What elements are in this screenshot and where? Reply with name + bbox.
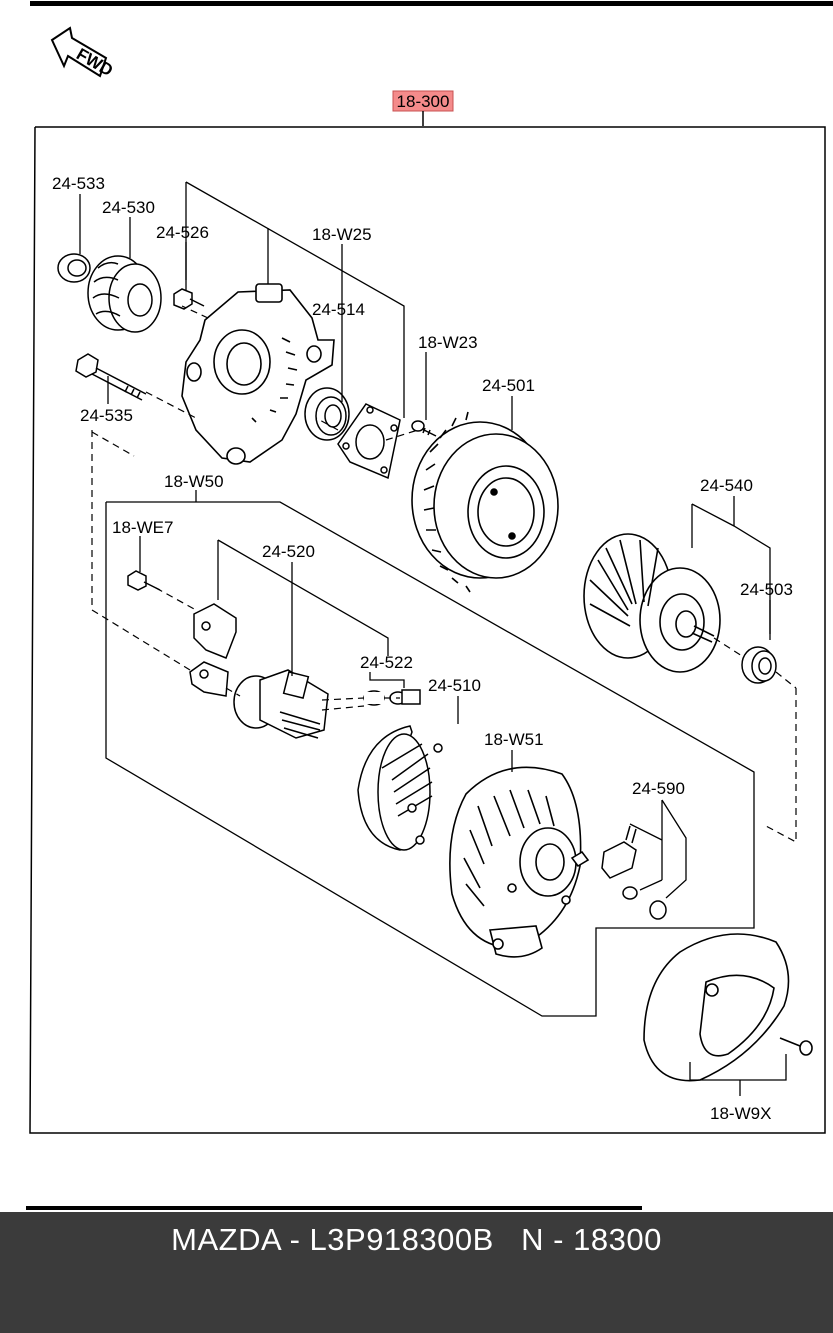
screw-18-we7: [127, 570, 161, 591]
footer-separator-2: -: [553, 1222, 564, 1257]
footer-part-number: L3P918300B: [309, 1222, 494, 1257]
label-24-501: 24-501: [482, 376, 535, 395]
rectifier: [357, 725, 443, 851]
bearing-retainer-plate: [337, 403, 401, 480]
footer-prefix: N: [521, 1222, 545, 1257]
footer-bar: [0, 1212, 833, 1333]
label-18-w51: 18-W51: [484, 730, 544, 749]
pulley: [87, 255, 162, 333]
rear-cover: [643, 933, 813, 1082]
screw-18-w23: [411, 420, 437, 437]
leader-lines: [79, 181, 787, 1096]
stator: [411, 411, 559, 593]
label-24-520: 24-520: [262, 542, 315, 561]
assembly-frame: [29, 126, 826, 1134]
label-24-522: 24-522: [360, 653, 413, 672]
label-18-w25: 18-W25: [312, 225, 372, 244]
rear-bearing: [741, 646, 777, 684]
through-bolt: [75, 353, 147, 401]
bottom-rule: [26, 1206, 642, 1210]
footer-separator: -: [289, 1222, 301, 1257]
label-24-540: 24-540: [700, 476, 753, 495]
bolt-24-526: [173, 288, 205, 310]
voltage-regulator: [233, 669, 329, 739]
rear-housing: [449, 766, 590, 958]
label-24-503: 24-503: [740, 580, 793, 599]
label-18-we7: 18-WE7: [112, 518, 173, 537]
footer-brand: MAZDA: [171, 1222, 281, 1257]
assembly-label: 18-300: [397, 92, 450, 111]
regulator-bracket: [189, 603, 237, 697]
pulley-nut: [57, 253, 91, 283]
label-18-w23: 18-W23: [418, 333, 478, 352]
front-housing: [181, 283, 335, 465]
fwd-label: FWD: [73, 44, 116, 80]
label-18-w50: 18-W50: [164, 472, 224, 491]
label-18-w9x: 18-W9X: [710, 1104, 771, 1123]
label-24-526: 24-526: [156, 223, 209, 242]
terminal-bolt: [601, 825, 667, 920]
bearing-24-514: [304, 387, 350, 441]
brushes: [363, 689, 421, 706]
part-labels: 24-533 24-530 24-526 18-W25 24-514 18-W2…: [52, 174, 793, 1123]
forward-arrow-icon: FWD: [50, 26, 116, 80]
label-24-533: 24-533: [52, 174, 105, 193]
label-24-510: 24-510: [428, 676, 481, 695]
top-rule: [30, 1, 833, 6]
exploded-parts-diagram: FWD 18-300: [26, 1, 833, 1210]
footer-diagram-number: 18300: [573, 1222, 662, 1257]
label-24-590: 24-590: [632, 779, 685, 798]
label-24-535: 24-535: [80, 406, 133, 425]
rotor: [583, 533, 721, 673]
alignment-dashes: [91, 305, 797, 843]
label-24-530: 24-530: [102, 198, 155, 217]
label-24-514: 24-514: [312, 300, 365, 319]
part-number-caption: MAZDA - L3P918300B N - 18300: [0, 1222, 833, 1258]
